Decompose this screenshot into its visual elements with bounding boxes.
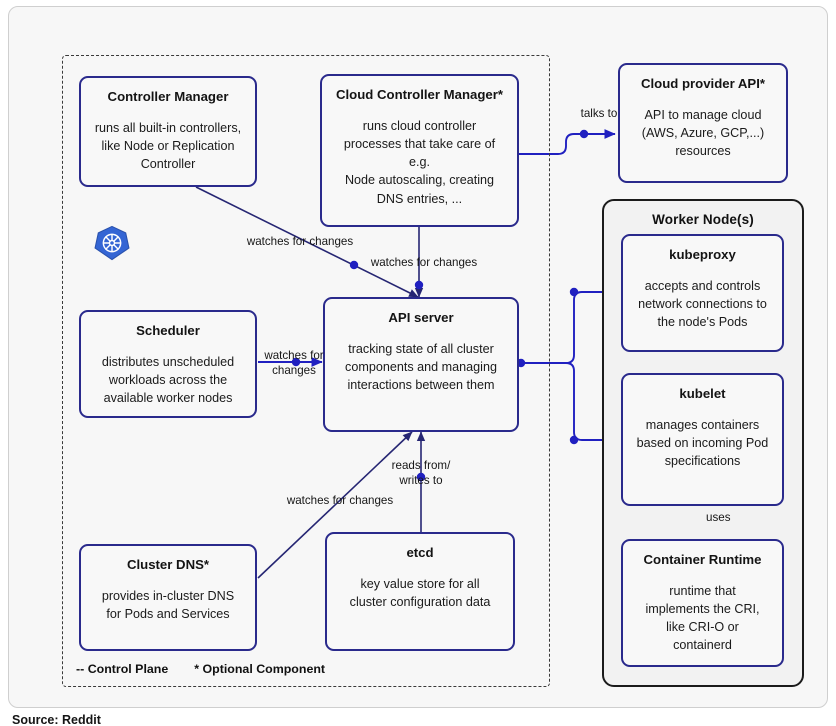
legend: -- Control Plane * Optional Component (76, 662, 325, 676)
controller-manager-title: Controller Manager (107, 89, 229, 104)
api-server-desc: tracking state of all cluster components… (345, 341, 497, 393)
source-caption: Source: Reddit (12, 713, 101, 726)
controller-manager-desc: runs all built-in controllers, like Node… (94, 120, 242, 172)
legend-control-plane: -- Control Plane (76, 662, 169, 676)
kubeproxy-title: kubeproxy (669, 247, 736, 262)
box-cloud-controller-manager[interactable]: Cloud Controller Manager* runs cloud con… (320, 74, 519, 227)
cloud-provider-api-title: Cloud provider API* (640, 76, 766, 91)
worker-node-title: Worker Node(s) (652, 212, 754, 227)
edge-label-watches-cloud-controller-manager: watches for changes (370, 256, 478, 269)
container-runtime-title: Container Runtime (643, 552, 762, 567)
cluster-dns-desc: provides in-cluster DNS for Pods and Ser… (101, 588, 235, 621)
legend-optional-component: * Optional Component (194, 662, 326, 676)
edge-label-watches-scheduler: watches for changes (264, 349, 324, 378)
kubeproxy-desc: accepts and controls network connections… (638, 278, 767, 330)
cloud-controller-manager-title: Cloud Controller Manager* (335, 87, 504, 102)
box-controller-manager[interactable]: Controller Manager runs all built-in con… (79, 76, 257, 187)
kubernetes-logo (94, 225, 130, 261)
box-scheduler[interactable]: Scheduler distributes unscheduled worklo… (79, 310, 257, 418)
etcd-title: etcd (406, 545, 434, 560)
kubelet-desc: manages containers based on incoming Pod… (636, 417, 769, 469)
cloud-provider-api-desc: API to manage cloud (AWS, Azure, GCP,...… (641, 107, 765, 159)
kubelet-title: kubelet (679, 386, 726, 401)
box-kubelet[interactable]: kubelet manages containers based on inco… (621, 373, 784, 506)
api-server-title: API server (388, 310, 454, 325)
edge-label-uses: uses (706, 511, 731, 524)
etcd-desc: key value store for all cluster configur… (349, 576, 491, 609)
box-cloud-provider-api[interactable]: Cloud provider API* API to manage cloud … (618, 63, 788, 183)
edge-label-talks-to: talks to (580, 107, 618, 120)
box-kubeproxy[interactable]: kubeproxy accepts and controls network c… (621, 234, 784, 352)
control-plane-region (62, 55, 550, 687)
container-runtime-desc: runtime that implements the CRI, like CR… (645, 583, 760, 653)
box-etcd[interactable]: etcd key value store for all cluster con… (325, 532, 515, 651)
scheduler-desc: distributes unscheduled workloads across… (101, 354, 235, 406)
box-container-runtime[interactable]: Container Runtime runtime that implement… (621, 539, 784, 667)
scheduler-title: Scheduler (136, 323, 200, 338)
edge-label-reads-writes: reads from/ writes to (391, 459, 451, 488)
edge-label-watches-cluster-dns: watches for changes (286, 494, 394, 507)
edge-label-watches-controller-manager: watches for changes (246, 235, 354, 248)
box-api-server[interactable]: API server tracking state of all cluster… (323, 297, 519, 432)
cloud-controller-manager-desc: runs cloud controller processes that tak… (343, 118, 496, 206)
box-cluster-dns[interactable]: Cluster DNS* provides in-cluster DNS for… (79, 544, 257, 651)
cluster-dns-title: Cluster DNS* (126, 557, 210, 572)
